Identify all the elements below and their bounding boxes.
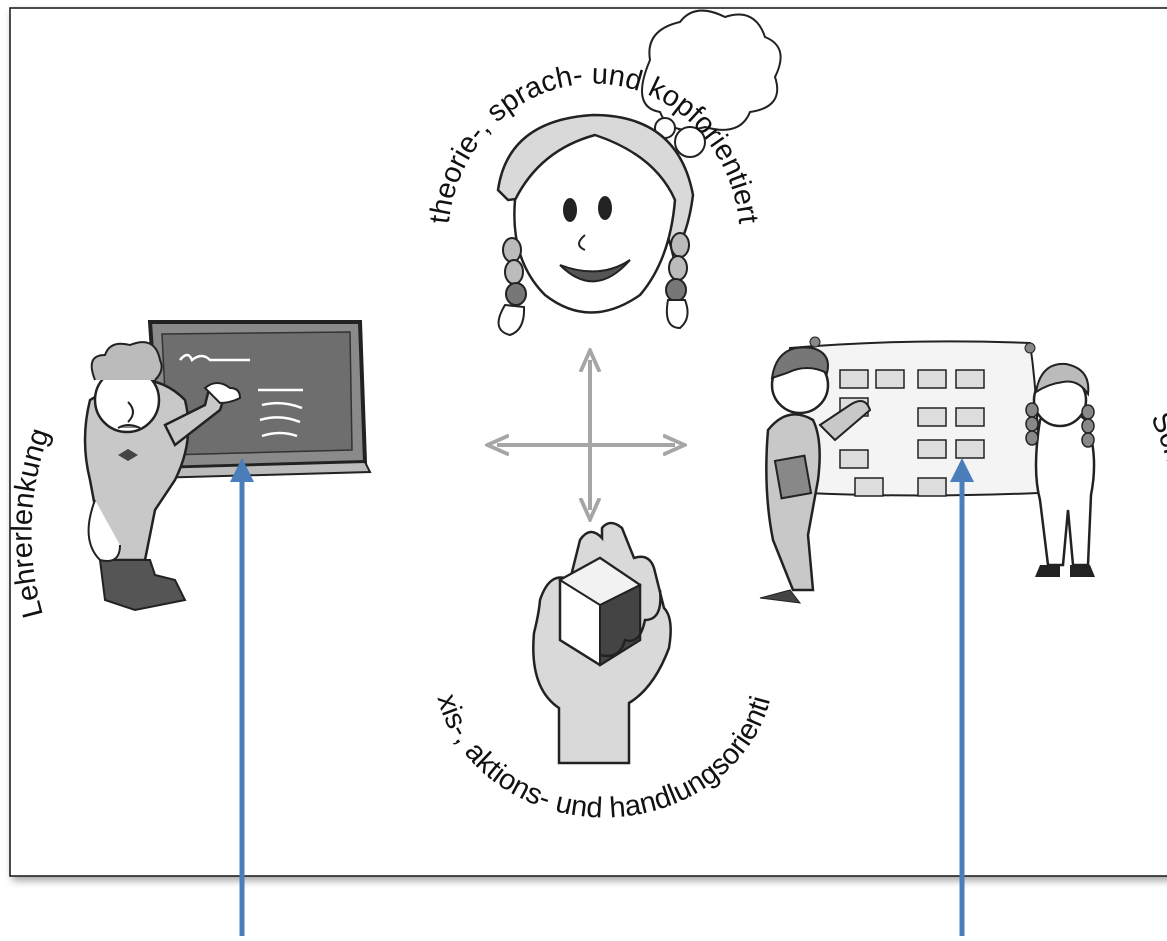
pointer-arrows: [230, 458, 974, 936]
students-at-pinboard-icon: [759, 336, 1096, 604]
right-pointer-arrow-head: [950, 458, 974, 482]
left-pointer-arrow-head: [230, 458, 254, 482]
girl-thinking-icon: [496, 9, 782, 337]
teacher-at-blackboard-icon: [83, 320, 372, 612]
hand-holding-cube-icon: [532, 521, 672, 765]
four-way-arrows: [497, 360, 675, 510]
